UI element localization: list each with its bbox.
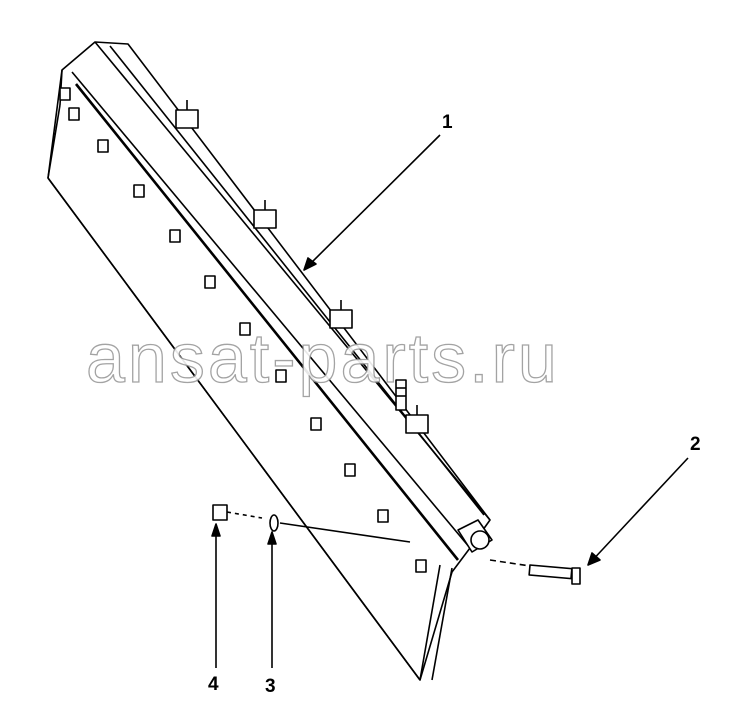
callout-2: 2	[690, 434, 701, 455]
washer-part-3	[269, 514, 411, 543]
leader-lines	[211, 134, 689, 668]
nut-part-4	[212, 504, 263, 521]
callout-1: 1	[442, 112, 453, 133]
threaded-stud	[395, 379, 407, 411]
mounting-block-3	[329, 300, 353, 329]
mounting-block-4	[405, 405, 429, 434]
blade-assembly	[47, 41, 493, 681]
callout-4: 4	[208, 674, 219, 695]
mounting-block-1	[175, 100, 199, 129]
bolt-row	[59, 87, 427, 573]
mounting-block-2	[253, 200, 277, 229]
bolt-part-2	[489, 559, 581, 585]
callout-3: 3	[265, 676, 276, 697]
